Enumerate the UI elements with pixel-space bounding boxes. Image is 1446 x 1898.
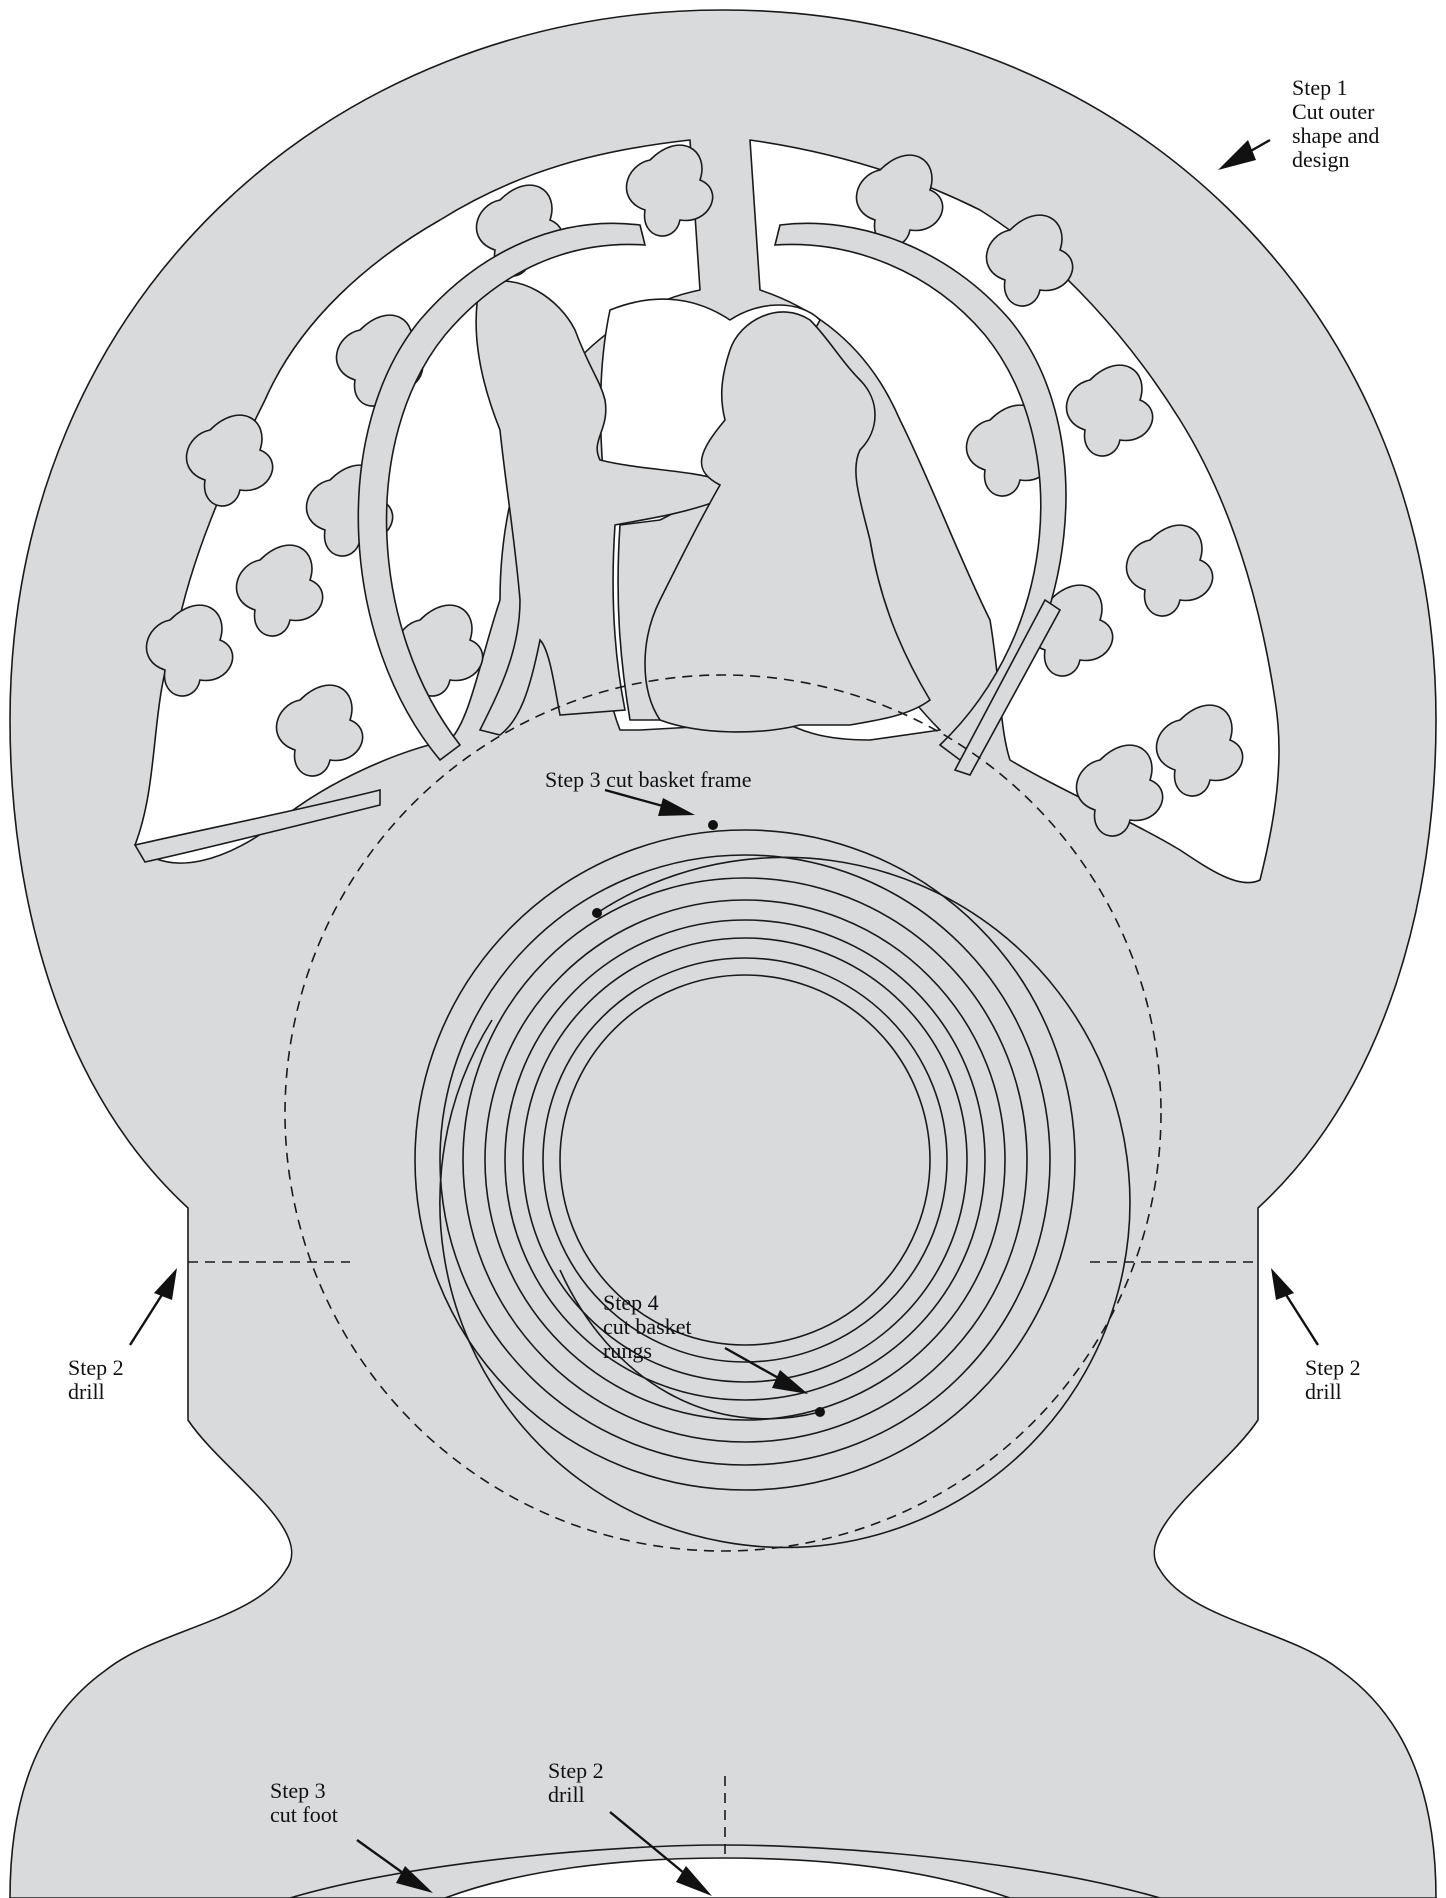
basket-rungs-spiral (414, 829, 1131, 1549)
rung-ring (522, 937, 968, 1383)
label-step2-left: Step 2 drill (68, 1355, 129, 1404)
leaf (275, 684, 364, 777)
label-step3-foot: Step 3 cut foot (270, 1778, 338, 1827)
leaf (1125, 524, 1214, 617)
leaf (185, 414, 274, 507)
rung-spiral-end (559, 1269, 821, 1420)
silhouette-woman (644, 311, 932, 733)
foot-cut-line (289, 1844, 1161, 1898)
vine-arch-right (773, 222, 1067, 762)
rung-ring (484, 899, 1006, 1421)
vine-leaves (133, 144, 1244, 863)
arrow-step2-left (128, 1268, 177, 1346)
arrow-step1 (1218, 138, 1271, 170)
rung-ring (414, 829, 1076, 1491)
rung-ring (439, 854, 1051, 1466)
ground-strip (133, 788, 381, 863)
label-step2-right: Step 2 drill (1305, 1355, 1366, 1404)
leaf (855, 154, 944, 247)
leaf (985, 214, 1074, 307)
rung-ring (462, 877, 1028, 1443)
silhouette-man (475, 280, 721, 736)
label-step2-bottom: Step 2 drill (548, 1758, 609, 1807)
leaf (145, 604, 234, 697)
leaf (235, 544, 324, 637)
rung-ring (559, 974, 931, 1346)
design-opening-right (749, 139, 1280, 884)
arrow-step3-frame (604, 788, 695, 816)
leaf (1075, 744, 1164, 837)
basket-frame-start-dot (708, 820, 718, 830)
vine-trunk-right (953, 598, 1062, 776)
label-step1: Step 1 Cut outer shape and design (1292, 75, 1385, 172)
arrow-step2-bottom (609, 1811, 712, 1896)
basket-rungs-start-dot (592, 908, 602, 918)
rung-ring (542, 957, 948, 1363)
basket-frame-cut-line (284, 674, 1162, 1552)
rung-ring (504, 919, 986, 1401)
arrow-step4 (724, 1346, 808, 1394)
fretwork-design (134, 139, 1280, 884)
label-step3-frame: Step 3 cut basket frame (545, 767, 752, 792)
outer-shape (9, 9, 1437, 1898)
vine-arch-left (357, 222, 647, 762)
label-step4: Step 4 cut basket rungs (603, 1290, 697, 1363)
foot-opening (444, 1857, 1011, 1898)
arrow-step2-right (1271, 1268, 1320, 1346)
rung-ring (439, 856, 1131, 1549)
arrow-step3-foot (356, 1839, 433, 1893)
leaf (625, 144, 714, 237)
leaf (1065, 364, 1154, 457)
leaf (1155, 704, 1244, 797)
basket-rungs-end-dot (815, 1407, 825, 1417)
